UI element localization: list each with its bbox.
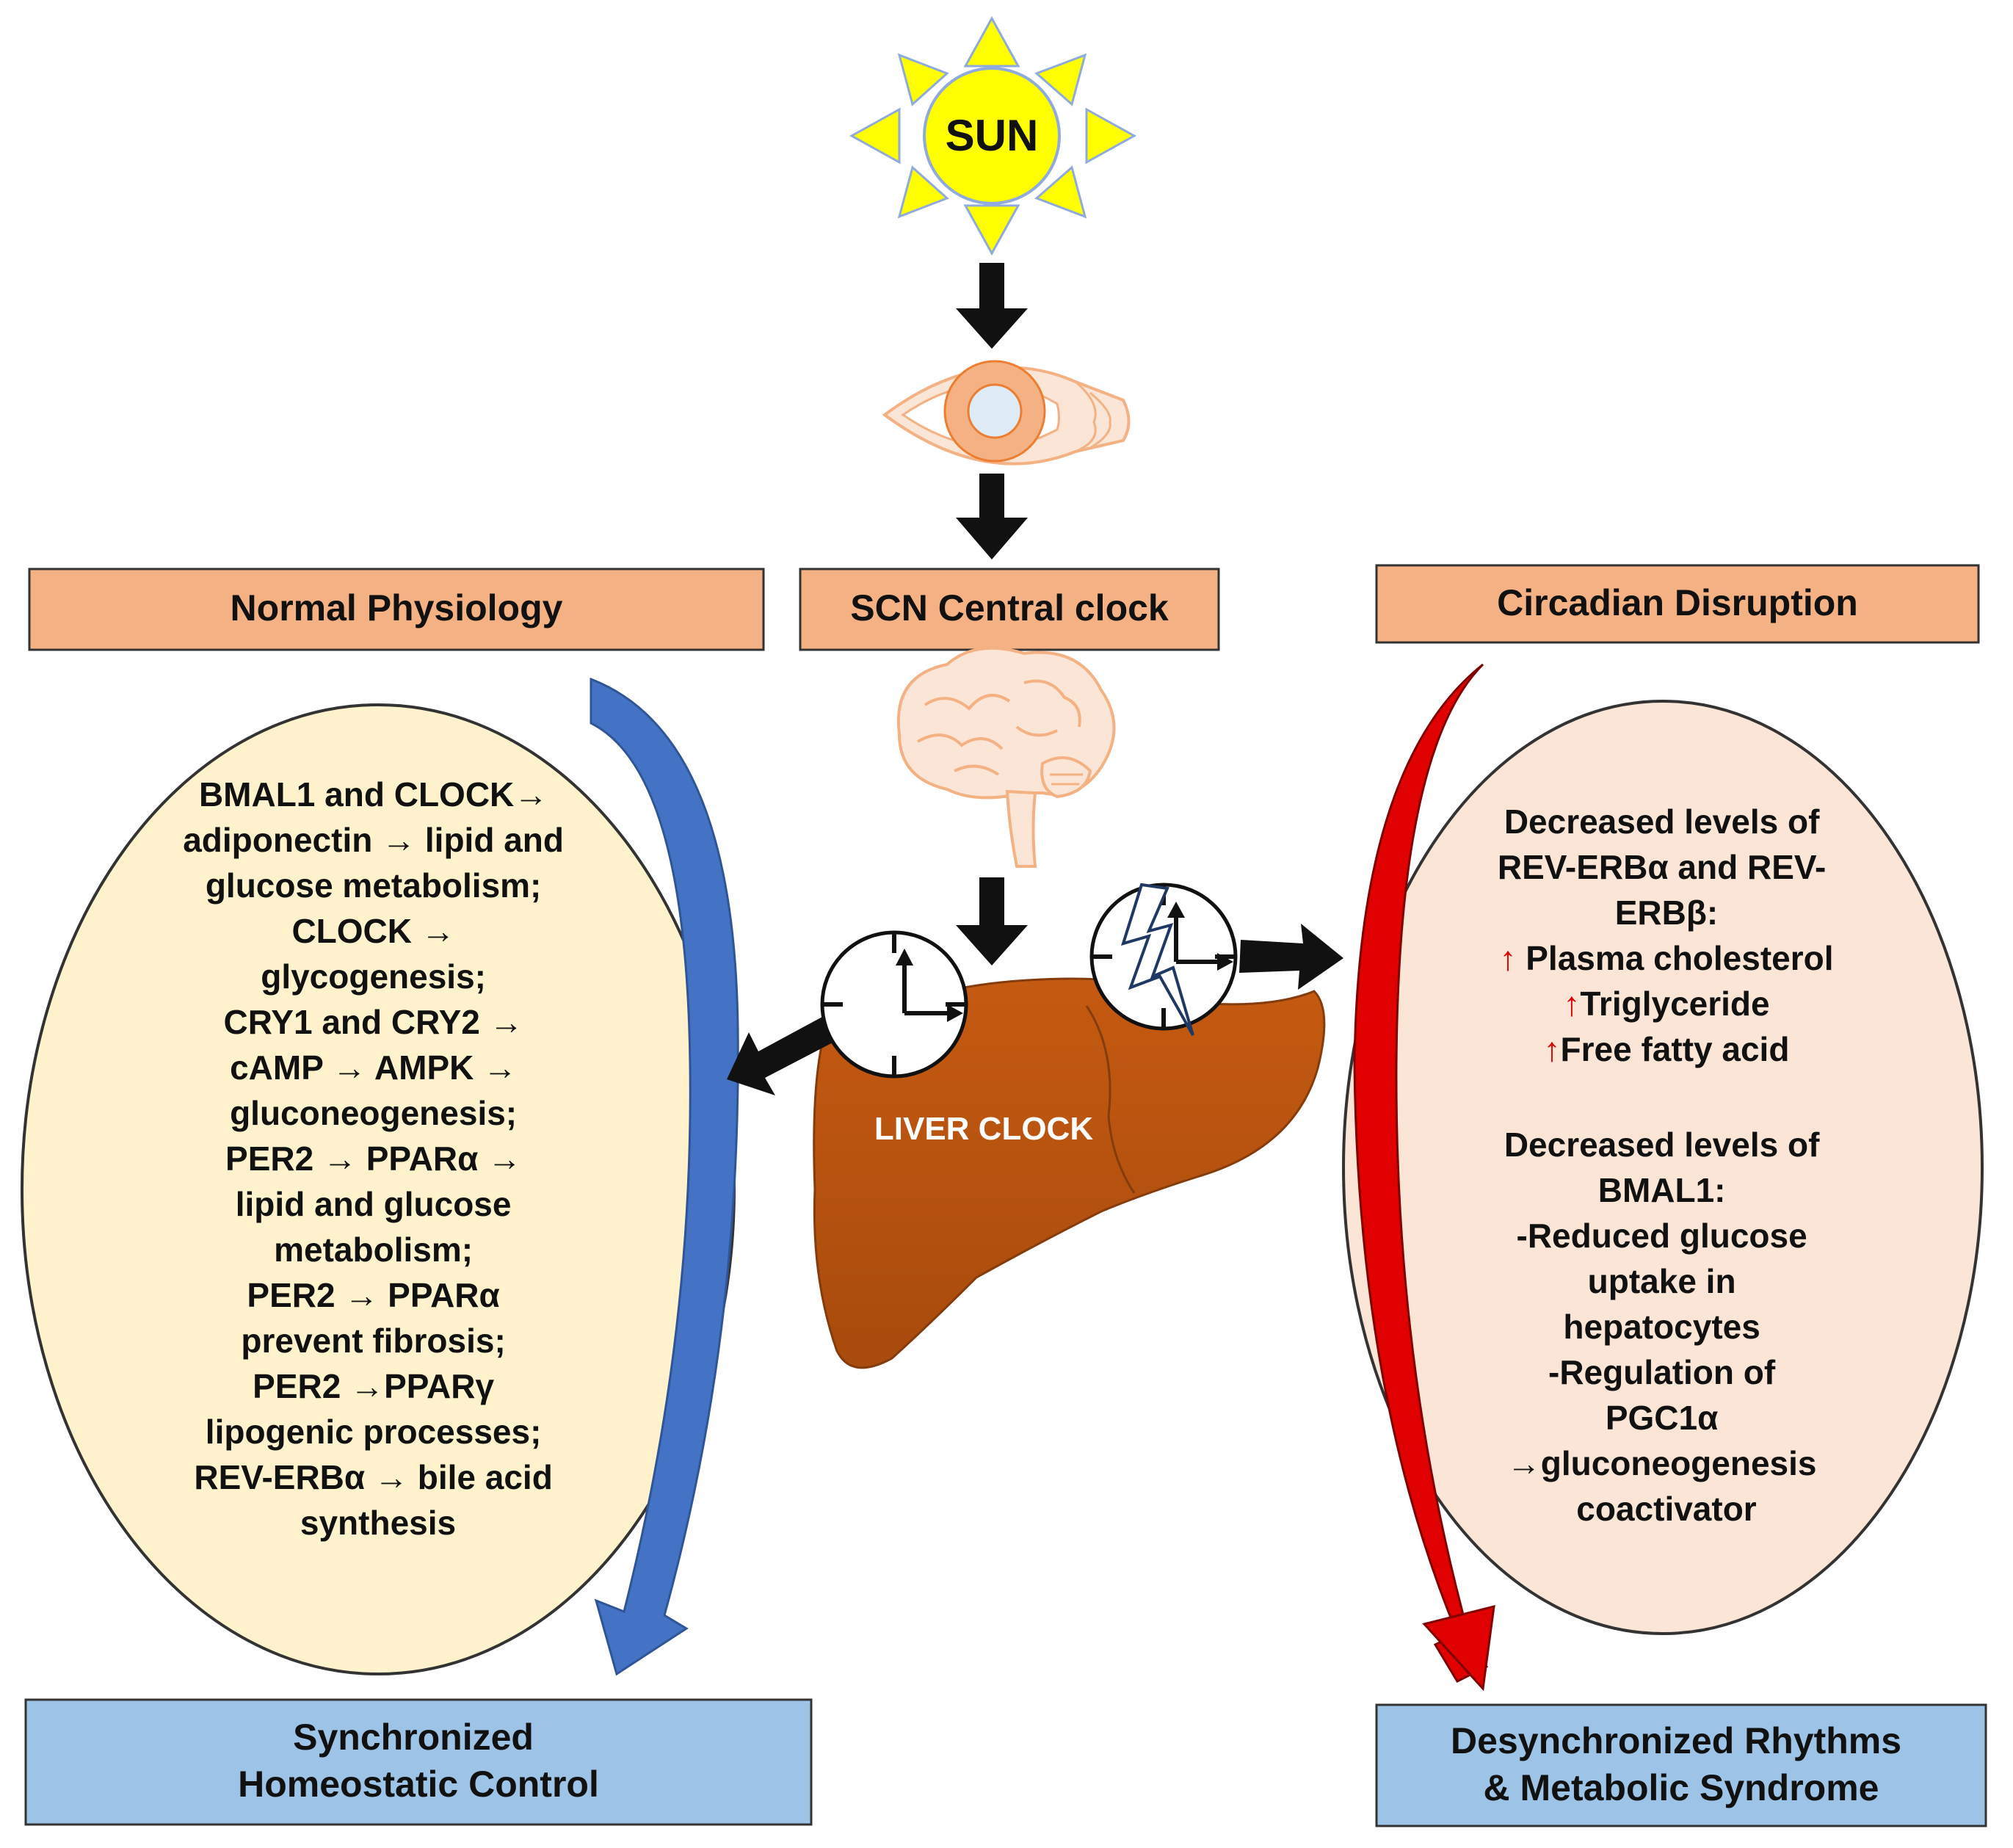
disruption-header: Decreased levels of xyxy=(1504,1126,1820,1164)
disruption-header: BMAL1: xyxy=(1598,1171,1726,1209)
disruption-line: uptake in xyxy=(1588,1262,1736,1300)
disrupted-clock-icon xyxy=(1089,883,1238,1036)
arrow-liver-to-normal xyxy=(727,1017,835,1095)
effect-plasma-cholesterol: ↑ Plasma cholesterol xyxy=(1499,939,1833,977)
disruption-header: ERBβ: xyxy=(1615,894,1719,932)
synchronized-label: Synchronized Homeostatic Control xyxy=(238,1717,599,1805)
effect-label: Free fatty acid xyxy=(1561,1030,1790,1068)
normal-line: glucose metabolism; xyxy=(206,866,542,905)
synchronized-box: Synchronized Homeostatic Control xyxy=(24,1698,813,1826)
normal-physiology-label: Normal Physiology xyxy=(231,587,563,628)
sun-label: SUN xyxy=(946,111,1039,160)
circadian-disruption-oval xyxy=(1342,700,1984,1635)
red-curved-arrow xyxy=(1353,663,1489,1683)
effect-free-fatty-acid: ↑Free fatty acid xyxy=(1544,1030,1790,1068)
up-arrow-icon: ↑ xyxy=(1499,939,1516,977)
disruption-text-2: Decreased levels of BMAL1: -Reduced gluc… xyxy=(1504,1126,1829,1528)
normal-line: lipid and glucose xyxy=(236,1185,512,1223)
liver-clock-label: LIVER CLOCK xyxy=(874,1111,1093,1147)
eye-icon xyxy=(882,360,1131,465)
disruption-header: Decreased levels of xyxy=(1504,802,1820,841)
liver-icon: LIVER CLOCK xyxy=(813,977,1326,1369)
normal-line: metabolism; xyxy=(274,1231,473,1269)
desynchronized-box: Desynchronized Rhythms & Metabolic Syndr… xyxy=(1375,1703,1987,1827)
arrow-brain-to-liver xyxy=(956,877,1028,965)
normal-line: PER2 → PPARα → xyxy=(225,1139,521,1178)
synchronized-line: Synchronized xyxy=(293,1717,534,1758)
normal-line: gluconeogenesis; xyxy=(230,1094,517,1132)
red-arrow-head xyxy=(1422,1605,1495,1692)
brain-icon xyxy=(896,646,1116,868)
disruption-line: coactivator xyxy=(1576,1490,1757,1528)
normal-line: PER2 → PPARα xyxy=(247,1276,499,1314)
arrow-liver-to-disruption xyxy=(1239,924,1343,990)
arrow-sun-to-eye xyxy=(956,263,1028,349)
effect-label: Plasma cholesterol xyxy=(1516,939,1833,977)
effect-label: Triglyceride xyxy=(1580,985,1769,1023)
normal-line: CLOCK → xyxy=(291,912,454,950)
up-arrow-icon: ↑ xyxy=(1544,1030,1561,1068)
disruption-text: Decreased levels of REV-ERBα and REV- ER… xyxy=(1498,802,1835,932)
scn-central-clock-label: SCN Central clock xyxy=(850,587,1169,628)
normal-physiology-text: BMAL1 and CLOCK→ adiponectin → lipid and… xyxy=(183,775,573,1542)
normal-line: glycogenesis; xyxy=(261,957,486,996)
sun-icon: SUN xyxy=(849,15,1137,256)
desynchronized-line: & Metabolic Syndrome xyxy=(1484,1767,1879,1808)
desynchronized-line: Desynchronized Rhythms xyxy=(1451,1720,1901,1761)
normal-line: adiponectin → lipid and xyxy=(183,821,564,859)
normal-line: prevent fibrosis; xyxy=(241,1322,505,1360)
normal-line: BMAL1 and CLOCK→ xyxy=(199,775,548,814)
disruption-line: hepatocytes xyxy=(1563,1308,1760,1346)
effect-triglyceride: ↑Triglyceride xyxy=(1563,985,1769,1023)
blue-curved-arrow xyxy=(590,677,739,1676)
circadian-disruption-box: Circadian Disruption xyxy=(1375,564,1980,644)
normal-clock-icon xyxy=(820,930,968,1079)
circadian-disruption-label: Circadian Disruption xyxy=(1497,582,1858,623)
normal-line: REV-ERBα → bile acid xyxy=(194,1458,552,1496)
normal-line: cAMP → AMPK → xyxy=(230,1048,517,1087)
synchronized-line: Homeostatic Control xyxy=(238,1764,599,1805)
normal-physiology-box: Normal Physiology xyxy=(28,568,765,651)
disruption-line: -Reduced glucose xyxy=(1517,1217,1807,1255)
up-arrow-icon: ↑ xyxy=(1563,985,1580,1023)
disruption-line: →gluconeogenesis xyxy=(1507,1444,1817,1482)
normal-line: PER2 →PPARγ xyxy=(253,1367,494,1405)
disruption-line: PGC1α xyxy=(1606,1399,1719,1437)
normal-line: synthesis xyxy=(300,1504,456,1542)
normal-line: lipogenic processes; xyxy=(206,1413,542,1451)
scn-central-clock-box: SCN Central clock xyxy=(799,568,1220,651)
lightning-icon xyxy=(1120,883,1194,1036)
disruption-line: -Regulation of xyxy=(1548,1353,1776,1391)
normal-line: CRY1 and CRY2 → xyxy=(224,1003,523,1041)
desynchronized-label: Desynchronized Rhythms & Metabolic Syndr… xyxy=(1451,1720,1912,1808)
disruption-header: REV-ERBα and REV- xyxy=(1498,848,1826,886)
arrow-eye-to-scn xyxy=(956,474,1028,559)
